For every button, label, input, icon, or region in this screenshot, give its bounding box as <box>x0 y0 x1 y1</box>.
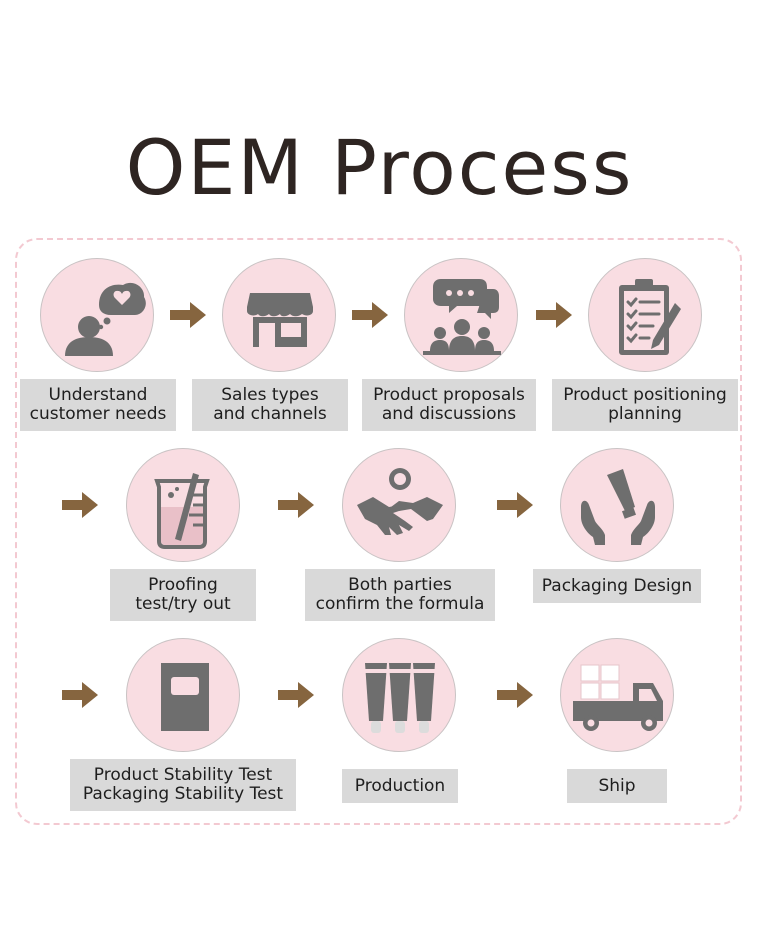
step-10-circle <box>560 638 674 752</box>
step-2-line-2: and channels <box>213 404 327 424</box>
step-6-circle <box>342 448 456 562</box>
step-8-line-1: Product Stability Test <box>93 765 273 785</box>
beaker-icon <box>154 473 210 549</box>
step-9-label: Production <box>342 769 458 803</box>
handshake-icon <box>357 468 443 535</box>
arrow-4 <box>62 492 98 518</box>
step-7-circle <box>560 448 674 562</box>
step-3-circle <box>404 258 518 372</box>
step-5-line-2: test/try out <box>135 594 231 614</box>
arrow-1 <box>170 302 206 328</box>
step-3-line-1: Product proposals <box>373 385 525 405</box>
step-5-line-1: Proofing <box>148 575 218 595</box>
step-7-line-1: Packaging Design <box>541 575 693 596</box>
arrow-8 <box>278 682 314 708</box>
step-4-line-2: planning <box>608 404 682 424</box>
step-3-line-2: and discussions <box>381 404 517 424</box>
arrow-9 <box>497 682 533 708</box>
arrow-6 <box>497 492 533 518</box>
step-5-circle <box>126 448 240 562</box>
step-1-line-1: Understand <box>48 385 148 405</box>
process-frame <box>15 238 742 825</box>
meeting-discussion-icon <box>423 279 501 355</box>
step-4-line-1: Product positioning <box>563 385 727 405</box>
step-6-line-2: confirm the formula <box>315 594 485 614</box>
hands-tube-icon <box>581 469 655 545</box>
tubes-production-icon <box>365 663 435 733</box>
step-6-line-1: Both parties <box>348 575 452 595</box>
step-8-line-2: Packaging Stability Test <box>82 784 284 804</box>
arrow-3 <box>536 302 572 328</box>
step-7-label: Packaging Design <box>533 569 701 603</box>
step-2-circle <box>222 258 336 372</box>
arrow-7 <box>62 682 98 708</box>
step-4-circle <box>588 258 702 372</box>
stability-box-icon <box>161 663 209 731</box>
delivery-truck-icon <box>573 664 663 731</box>
step-9-circle <box>342 638 456 752</box>
step-1-line-2: customer needs <box>29 404 167 424</box>
step-8-circle <box>126 638 240 752</box>
arrow-2 <box>352 302 388 328</box>
step-1-circle <box>40 258 154 372</box>
arrow-5 <box>278 492 314 518</box>
step-2-line-1: Sales types <box>221 385 319 405</box>
person-heart-icon <box>65 282 146 356</box>
page-title: OEM Process <box>125 123 634 212</box>
step-10-label: Ship <box>567 769 667 803</box>
step-9-line-1: Production <box>354 775 446 796</box>
clipboard-checklist-icon <box>619 279 681 355</box>
storefront-icon <box>247 293 313 347</box>
step-10-line-1: Ship <box>598 775 636 796</box>
